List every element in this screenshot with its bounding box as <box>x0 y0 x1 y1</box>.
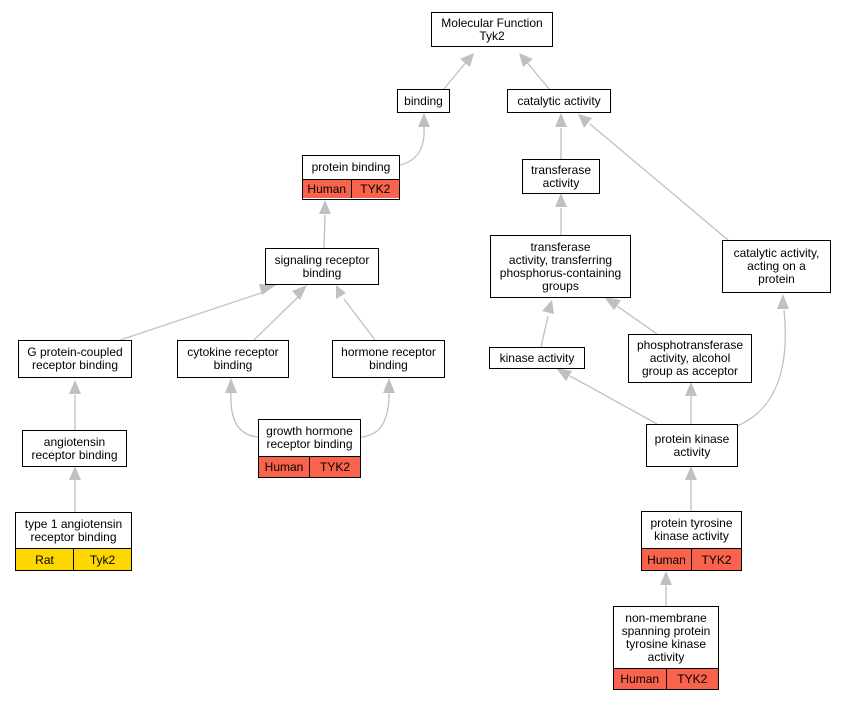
arrowhead-binding-to-mf <box>460 53 474 67</box>
node-kinase-activity[interactable]: kinase activity <box>489 347 585 369</box>
node-protein-tyrosine-kinase-activity[interactable]: protein tyrosine kinase activity Human T… <box>641 511 742 571</box>
gene-tag: TYK2 <box>350 180 400 198</box>
node-signaling-receptor-binding[interactable]: signaling receptor binding <box>265 248 379 285</box>
arrowhead-hormone-to-signaling <box>336 285 346 299</box>
edge-growth-hormone-to-cytokine <box>230 392 259 438</box>
arrowhead-kinase-to-transferase-phospho <box>542 300 554 314</box>
node-hormone-receptor-binding[interactable]: hormone receptor binding <box>332 340 445 378</box>
edge-hormone-to-signaling <box>343 298 376 341</box>
node-label: transferase activity, transferring phosp… <box>499 239 622 293</box>
node-label: growth hormone receptor binding <box>266 424 353 451</box>
species-tag: Human <box>647 552 686 567</box>
node-non-membrane-tyrosine-kinase[interactable]: non-membrane spanning protein tyrosine k… <box>613 606 719 690</box>
gene-tag: TYK2 <box>665 669 719 689</box>
arrowhead-tyrosine-kinase-to-protein-kinase <box>685 466 697 480</box>
edge-catalytic-to-mf <box>524 59 551 91</box>
edge-cytokine-to-signaling <box>253 295 300 341</box>
annotation-row: Rat Tyk2 <box>16 548 131 570</box>
node-catalytic-on-protein[interactable]: catalytic activity, acting on a protein <box>722 240 831 293</box>
node-label: non-membrane spanning protein tyrosine k… <box>621 610 711 664</box>
arrowhead-catalytic-on-protein-to-catalytic <box>578 114 592 128</box>
node-label: signaling receptor binding <box>274 252 370 280</box>
node-type1-angiotensin-receptor-binding[interactable]: type 1 angiotensin receptor binding Rat … <box>15 512 132 571</box>
node-angiotensin-receptor-binding[interactable]: angiotensin receptor binding <box>22 430 127 467</box>
arrowhead-catalytic-to-mf <box>519 53 533 67</box>
node-label: phosphotransferase activity, alcohol gro… <box>636 338 744 378</box>
edge-growth-hormone-to-hormone <box>360 392 390 438</box>
node-label: protein tyrosine kinase activity <box>650 516 733 543</box>
arrowhead-growth-hormone-to-hormone <box>383 378 395 393</box>
annotation-row: Human TYK2 <box>642 548 741 570</box>
node-label: transferase activity <box>530 162 592 190</box>
arrowhead-type1-to-angiotensin <box>69 466 81 480</box>
annotation-row: Human TYK2 <box>259 456 360 477</box>
gene-tag: TYK2 <box>309 457 360 477</box>
edge-phosphotransferase-to-transferase-phospho <box>616 305 658 335</box>
arrowhead-growth-hormone-to-cytokine <box>225 378 237 393</box>
edge-gpcr-to-signaling <box>119 291 265 341</box>
node-binding[interactable]: binding <box>397 89 450 113</box>
gene-tag: Tyk2 <box>73 549 131 570</box>
edge-protein-kinase-to-catalytic-on-protein <box>736 309 786 427</box>
node-molecular-function[interactable]: Molecular Function Tyk2 <box>431 12 553 47</box>
node-label: binding <box>404 93 443 108</box>
annotation-row: Human TYK2 <box>303 179 399 198</box>
node-label: protein binding <box>311 160 391 174</box>
node-label: cytokine receptor binding <box>187 345 279 372</box>
species-tag: Human <box>307 182 347 196</box>
node-protein-kinase-activity[interactable]: protein kinase activity <box>646 424 738 467</box>
node-transferase-activity[interactable]: transferase activity <box>522 159 600 194</box>
arrowhead-phosphotransferase-to-transferase-phospho <box>604 297 621 310</box>
node-label: G protein-coupled receptor binding <box>27 345 123 372</box>
species-tag: Human <box>620 672 660 686</box>
node-label: catalytic activity <box>517 93 601 108</box>
node-catalytic-activity[interactable]: catalytic activity <box>507 89 611 113</box>
arrowhead-protein-kinase-to-kinase <box>556 368 572 381</box>
edge-catalytic-on-protein-to-catalytic <box>589 123 729 241</box>
node-label: catalytic activity, acting on a protein <box>733 246 820 286</box>
node-label: hormone receptor binding <box>341 345 436 372</box>
arrowhead-transferase-phospho-to-transferase <box>555 193 567 207</box>
node-label: Molecular Function Tyk2 <box>441 15 543 43</box>
arrowhead-gpcr-to-signaling <box>259 284 276 295</box>
arrowhead-protein-kinase-to-catalytic-on-protein <box>777 294 789 309</box>
edge-kinase-to-transferase-phospho <box>540 315 549 348</box>
edge-signaling-to-protein-binding <box>323 214 326 249</box>
species-tag: Human <box>264 460 304 474</box>
arrowhead-angiotensin-to-gpcr <box>69 380 81 394</box>
annotation-row: Human TYK2 <box>614 668 718 689</box>
node-gpcr-binding[interactable]: G protein-coupled receptor binding <box>18 340 132 378</box>
species-tag: Rat <box>35 552 54 567</box>
node-protein-binding[interactable]: protein binding Human TYK2 <box>302 155 400 200</box>
arrowhead-non-membrane-to-tyrosine-kinase <box>660 571 672 585</box>
edge-protein-kinase-to-kinase <box>569 375 658 425</box>
node-cytokine-receptor-binding[interactable]: cytokine receptor binding <box>177 340 289 378</box>
arrowhead-protein-kinase-to-phosphotransferase <box>685 382 697 396</box>
node-label: angiotensin receptor binding <box>31 434 118 462</box>
arrowhead-transferase-to-catalytic <box>555 113 567 127</box>
arrowhead-signaling-to-protein-binding <box>319 200 331 214</box>
arrowhead-protein-binding-to-binding <box>418 113 430 127</box>
arrowhead-cytokine-to-signaling <box>292 285 307 300</box>
node-growth-hormone-receptor-binding[interactable]: growth hormone receptor binding Human TY… <box>258 419 361 478</box>
node-phosphotransferase-alcohol[interactable]: phosphotransferase activity, alcohol gro… <box>628 334 752 383</box>
node-label: protein kinase activity <box>654 431 730 459</box>
edge-protein-binding-to-binding <box>399 126 425 166</box>
node-label: type 1 angiotensin receptor binding <box>24 516 123 544</box>
node-label: kinase activity <box>499 350 575 365</box>
edge-binding-to-mf <box>442 59 469 91</box>
gene-tag: TYK2 <box>691 549 741 570</box>
node-transferase-phosphorus[interactable]: transferase activity, transferring phosp… <box>490 235 631 298</box>
